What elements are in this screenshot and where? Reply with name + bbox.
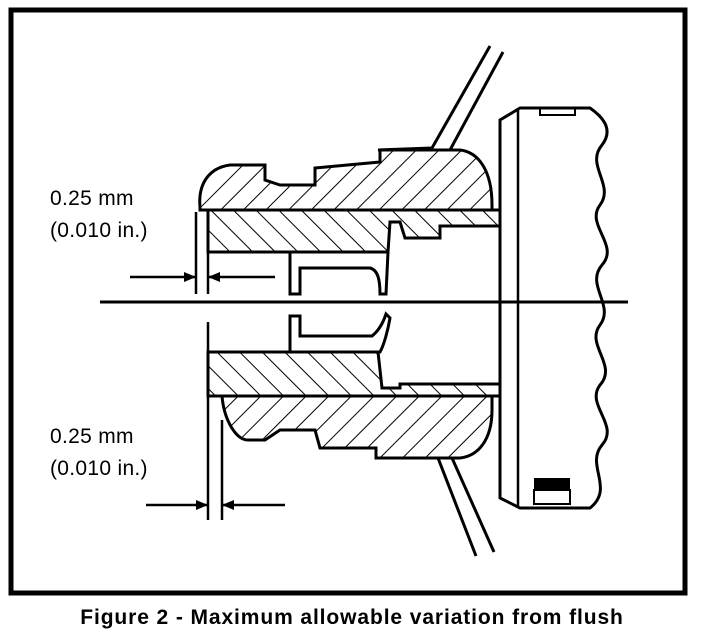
dimension-top-metric: 0.25 mm	[50, 187, 134, 210]
contact-top	[288, 250, 390, 296]
housing-bottom	[220, 394, 494, 460]
sleeve-bottom	[206, 350, 502, 398]
dimension-top-imperial: (0.010 in.)	[50, 219, 148, 242]
dimension-bottom-imperial: (0.010 in.)	[50, 457, 148, 480]
panel-section	[498, 106, 609, 510]
contact-bottom	[288, 311, 392, 354]
panel-top-notch	[539, 108, 576, 116]
panel-fastener-base	[533, 489, 571, 505]
sheet-line-top-outer	[377, 45, 492, 152]
sheet-line-bottom-inner	[450, 457, 496, 553]
figure-caption: Figure 2 - Maximum allowable variation f…	[80, 606, 624, 629]
figure-frame	[8, 7, 688, 596]
sleeve-top	[206, 208, 502, 254]
panel-fastener	[534, 478, 570, 490]
sheet-line-top-inner	[448, 51, 505, 151]
sheet-line-bottom-outer	[375, 454, 478, 557]
housing-top	[198, 148, 494, 212]
dimension-bottom-metric: 0.25 mm	[50, 425, 134, 448]
